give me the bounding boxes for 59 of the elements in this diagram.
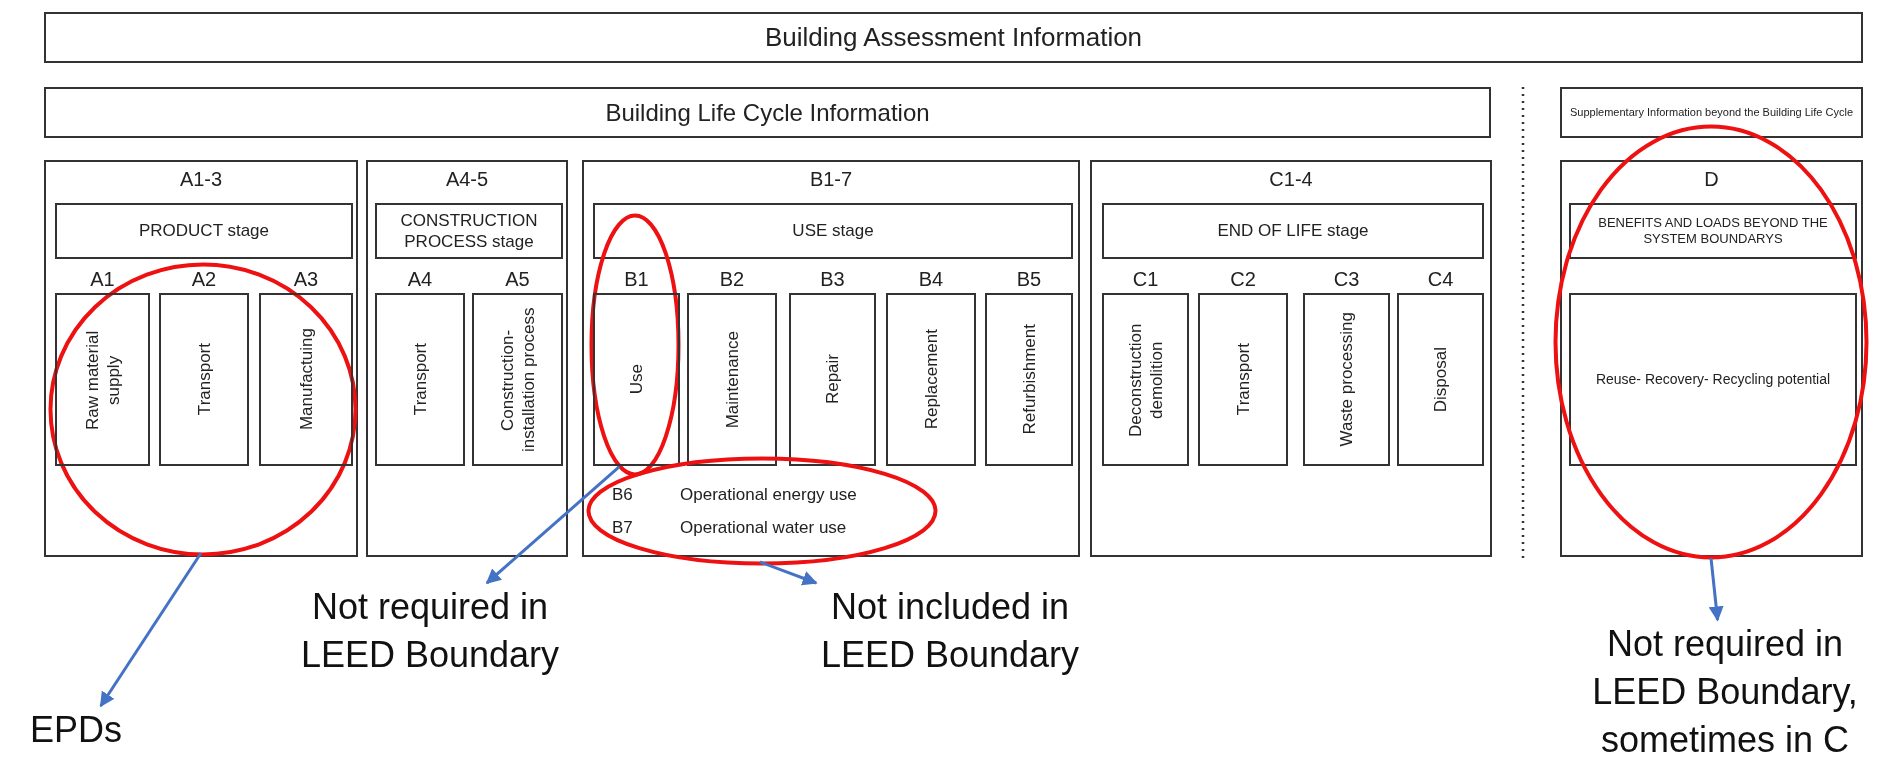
step-label: Replacement: [920, 329, 942, 430]
module-box: Reuse- Recovery- Recycling potential: [1569, 293, 1857, 466]
step-label: Refurbishment: [1018, 324, 1040, 435]
title-bar: Supplementary Information beyond the Building Life Cycle: [1560, 87, 1863, 138]
arrow: [1708, 557, 1724, 622]
module-code: A3: [292, 268, 320, 291]
module-code: B1: [623, 268, 650, 291]
title-bar: Building Life Cycle Information: [44, 87, 1491, 138]
stage-bar: PRODUCT stage: [55, 203, 353, 259]
module-code: C3: [1332, 268, 1361, 291]
module-code: B6: [612, 485, 633, 505]
stage-label: Operational water use: [680, 518, 847, 538]
step-label: Transport: [409, 343, 431, 416]
module-code: B5: [1015, 268, 1043, 291]
stage-bar: BENEFITS AND LOADS BEYOND THE SYSTEM BOUNDARYS: [1569, 203, 1857, 259]
step-label: Maintenance: [721, 330, 743, 429]
module-code: C1-4: [1268, 168, 1314, 191]
module-code: D: [1703, 168, 1720, 191]
module-code: C1: [1131, 268, 1160, 291]
arrow: [759, 560, 818, 586]
step-label: Construction- installation process: [496, 306, 539, 454]
module-code: B1-7: [808, 168, 854, 191]
annotation-text: Not required in LEED Boundary: [280, 583, 580, 683]
module-code: C4: [1426, 268, 1455, 291]
step-label: Transport: [1232, 343, 1254, 416]
annotation-text: Not required in LEED Boundary, sometimes in C: [1575, 620, 1875, 760]
title-bar: Building Assessment Information: [44, 12, 1863, 63]
module-code: B4: [917, 268, 945, 291]
step-label: Manufactuing: [295, 328, 317, 431]
annotation-text: EPDs: [30, 706, 140, 754]
module-code: B3: [819, 268, 846, 291]
highlight-ellipse: [48, 262, 358, 557]
step-label: Raw material supply: [81, 328, 124, 432]
step-label: Disposal: [1430, 346, 1451, 413]
step-label: Waste processing: [1336, 312, 1357, 447]
module-code: A5: [504, 268, 531, 291]
annotation-text: Not included in LEED Boundary: [800, 583, 1100, 683]
stage-bar: END OF LIFE stage: [1102, 203, 1484, 259]
step-label: Deconstruction demolition: [1124, 321, 1167, 439]
stage-label: Operational energy use: [680, 485, 857, 505]
step-label: Repair: [822, 354, 843, 405]
highlight-ellipse: [589, 213, 681, 477]
module-code: A1: [89, 268, 116, 291]
step-label: Transport: [193, 343, 215, 416]
module-panel: [44, 160, 358, 557]
module-code: A2: [190, 268, 218, 291]
stage-bar: USE stage: [593, 203, 1073, 259]
module-code: A4: [406, 268, 434, 291]
module-code: A4-5: [444, 168, 490, 191]
step-label: Use: [626, 364, 647, 395]
module-code: B2: [718, 268, 746, 291]
module-code: C2: [1229, 268, 1257, 291]
stage-bar: CONSTRUCTION PROCESS stage: [375, 203, 563, 259]
module-code: A1-3: [178, 168, 224, 191]
highlight-ellipse: [586, 456, 938, 566]
arrow: [99, 552, 203, 708]
module-code: B7: [612, 518, 633, 538]
module-panel: [366, 160, 568, 557]
module-panel: [1090, 160, 1492, 557]
